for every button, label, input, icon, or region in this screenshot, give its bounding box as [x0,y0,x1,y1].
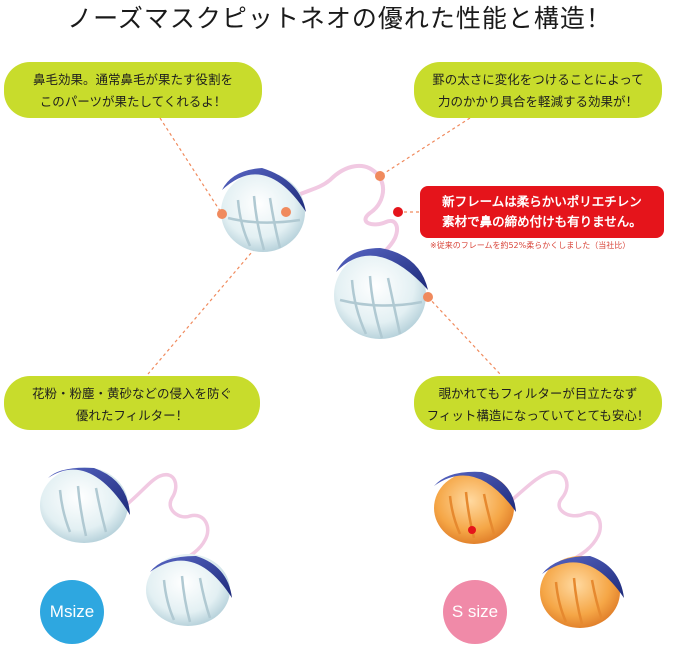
size-badge-s: S size [443,580,507,644]
callout-ridge: 罫の太さに変化をつけることによって 力のかかり具合を軽減する効果が！ [414,62,662,118]
filter-cup-m-right [146,554,232,626]
callout-nose-hair: 鼻毛効果。通常鼻毛が果たす役割を このパーツが果たしてくれるよ！ [4,62,262,118]
frame-wire [286,164,399,264]
page-title: ノーズマスクピットネオの優れた性能と構造！ [67,4,612,33]
callout-text: 罫の太さに変化をつけることによって [432,72,644,87]
callout-text: 優れたフィルター！ [75,408,189,423]
filter-cup-main-left [221,168,306,252]
callout-text: フィット構造になっていてとても安心！ [426,408,650,423]
filter-cup-m-left [40,467,130,543]
frame-wire-s [510,470,603,562]
callout-text: 覗かれてもフィルターが目立たなず [438,386,638,401]
callout-text: 鼻毛効果。通常鼻毛が果たす役割を [32,72,233,87]
notice-text: 新フレームは柔らかいポリエチレン [442,194,642,209]
frame-footnote: ※従来のフレームを約52%柔らかくしました（当社比） [430,241,631,250]
frame-wire-m [118,472,210,564]
callout-fit: 覗かれてもフィルターが目立たなず フィット構造になっていてとても安心！ [414,376,662,430]
callout-text: 力のかかり具合を軽減する効果が！ [437,94,638,109]
callout-filter: 花粉・粉塵・黄砂などの侵入を防ぐ 優れたフィルター！ [4,376,260,430]
frame-notice: 新フレームは柔らかいポリエチレン 素材で鼻の締め付けも有りません。 [420,186,664,238]
filter-cup-main-right [334,248,428,339]
size-badge-m: Msize [40,580,104,644]
callout-text: このパーツが果たしてくれるよ！ [39,94,227,109]
notice-text: 素材で鼻の締め付けも有りません。 [442,214,642,229]
filter-cup-s-left [434,471,516,544]
callout-text: 花粉・粉塵・黄砂などの侵入を防ぐ [31,386,232,401]
filter-cup-s-right [540,556,624,628]
callout-dots [217,171,433,302]
leader-lines [147,117,501,375]
